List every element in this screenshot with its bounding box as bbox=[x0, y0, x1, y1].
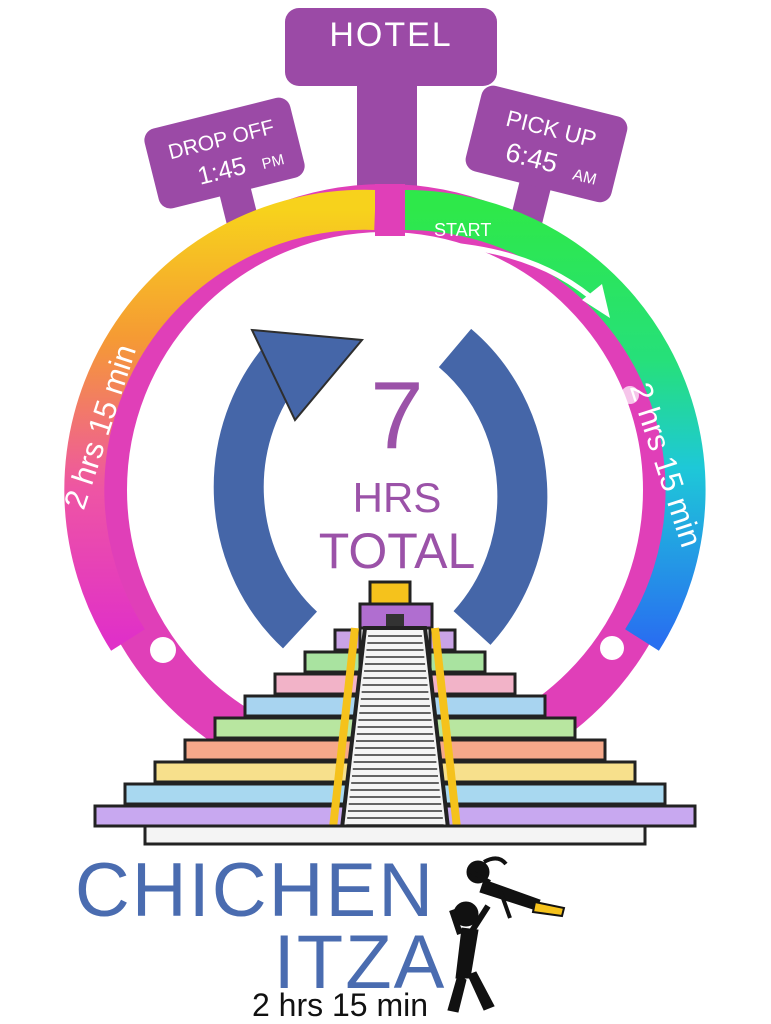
pyramid-step-left bbox=[213, 716, 362, 740]
destination-name-line1: CHICHEN bbox=[75, 848, 435, 933]
start-label: START bbox=[434, 220, 491, 240]
pyramid-step-right bbox=[428, 760, 637, 784]
pyramid-stair-rail bbox=[329, 627, 359, 829]
dropoff-ampm: PM bbox=[260, 151, 286, 173]
circular-arrow-icon bbox=[213, 328, 548, 649]
pyramid-step-right bbox=[428, 782, 667, 806]
hotel-label: HOTEL bbox=[329, 16, 452, 54]
pickup-ampm: AM bbox=[571, 166, 598, 188]
pickup-sign-board bbox=[465, 85, 628, 203]
pyramid-illustration bbox=[93, 580, 697, 846]
parent-child-silhouette-icon bbox=[447, 856, 566, 1013]
ring-segment-dropoff bbox=[64, 189, 376, 651]
ring-notch bbox=[150, 637, 176, 663]
destination-duration: 2 hrs 15 min bbox=[252, 987, 428, 1023]
start-arrowhead-icon bbox=[582, 284, 610, 318]
hotel-signpost: HOTEL bbox=[285, 8, 497, 210]
destination-name-line2: ITZA bbox=[274, 920, 447, 1005]
ring-notch bbox=[166, 361, 184, 379]
dropoff-signpost: DROP OFF 1:45 PM bbox=[144, 97, 305, 227]
dropoff-sign-board bbox=[144, 97, 305, 209]
pyramid-step-left bbox=[153, 760, 362, 784]
ring-notch bbox=[600, 636, 624, 660]
pyramid-step-right bbox=[428, 804, 697, 828]
pyramid-temple-door bbox=[386, 614, 404, 628]
total-label: TOTAL bbox=[319, 523, 476, 579]
total-hours-unit: HRS bbox=[353, 474, 442, 521]
start-arrow-icon bbox=[437, 241, 602, 307]
ring-segment-pickup bbox=[404, 189, 706, 651]
total-hours-number: 7 bbox=[370, 362, 423, 469]
pickup-signpost: PICK UP 6:45 AM bbox=[465, 85, 628, 226]
pyramid-step-left bbox=[123, 782, 362, 806]
pyramid-step-right bbox=[428, 716, 577, 740]
pyramid-step-left bbox=[183, 738, 362, 762]
pyramid-temple-top bbox=[368, 580, 412, 606]
pyramid-stair-rail bbox=[431, 627, 461, 829]
pyramid-base bbox=[143, 824, 647, 846]
pyramid-step-right bbox=[428, 738, 607, 762]
ring-notch bbox=[273, 259, 291, 277]
hotel-sign-board bbox=[285, 8, 497, 86]
ring-notch bbox=[621, 386, 639, 404]
pyramid-step-left bbox=[93, 804, 362, 828]
